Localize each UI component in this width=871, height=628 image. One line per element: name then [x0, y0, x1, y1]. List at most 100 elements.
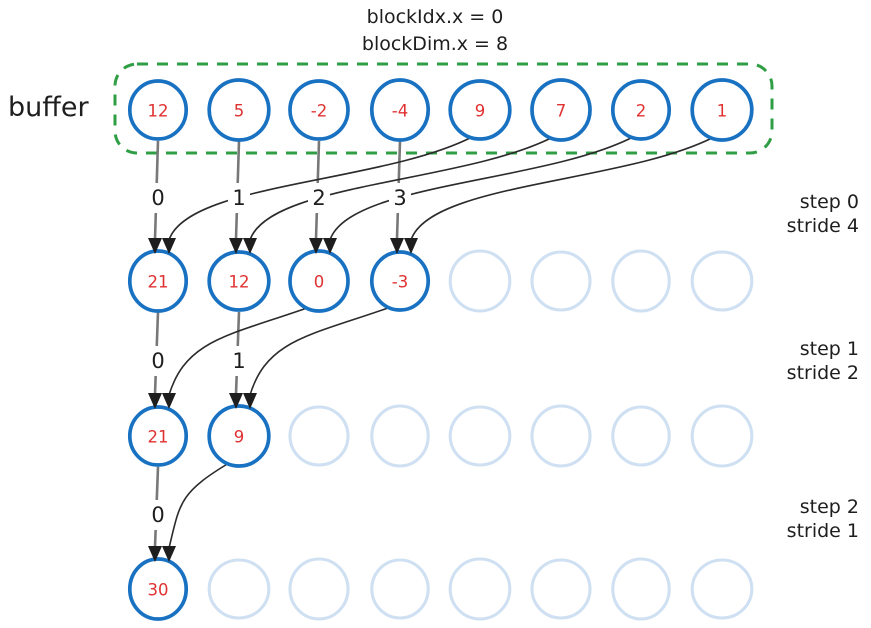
arrow-label-bg	[147, 346, 169, 376]
step-2-result-cell-2	[288, 557, 350, 621]
thread-index-label: 1	[232, 186, 245, 210]
step-1-result-cell-3	[370, 404, 430, 468]
thread-index-label: 3	[393, 186, 406, 210]
step-1-result-cell-4	[448, 405, 512, 467]
cell-value: 21	[148, 428, 169, 447]
step-2-result-cell-5	[530, 558, 592, 620]
thread-index-label: 1	[232, 349, 245, 373]
cell-value: -2	[311, 102, 327, 121]
reduction-arrow-curved	[329, 136, 634, 241]
buffer-cell-0	[127, 79, 189, 141]
step-2-step-text: step 2	[799, 496, 859, 518]
reduction-arrow-curved	[168, 307, 308, 396]
arrowhead-icon	[404, 238, 418, 254]
arrow-label-bg	[308, 183, 330, 213]
buffer-box-layer	[113, 62, 774, 155]
step-2-stride-text: stride 1	[786, 520, 859, 542]
arrowhead-icon	[148, 546, 162, 562]
thread-index-label: 2	[312, 186, 325, 210]
step-0-result-cell-0	[127, 249, 189, 313]
step-0-result-cell-4	[448, 249, 512, 313]
buffer-cell-5	[530, 78, 592, 142]
cell-value: 2	[636, 102, 647, 121]
step-2-result-cell-7	[690, 558, 754, 620]
step-1-result-cell-0	[127, 405, 189, 467]
thread-index-label: 0	[151, 503, 164, 527]
step-2-result-cell-4	[448, 557, 512, 621]
step-1-label: step 1 stride 2	[787, 337, 859, 385]
arrow-label-bg	[228, 346, 250, 376]
buffer-cell-4	[448, 79, 512, 141]
arrowhead-icon	[390, 238, 404, 254]
cell-value: -4	[392, 102, 408, 121]
cell-value: 30	[148, 581, 169, 600]
arrowhead-icon	[323, 238, 337, 254]
cell-value: 0	[314, 273, 325, 292]
arrowhead-icon	[148, 238, 162, 254]
arrow-label-bg	[147, 500, 169, 530]
step-1-stride-text: stride 2	[786, 362, 859, 384]
buffer-box	[113, 62, 774, 155]
step-0-result-cell-6	[611, 249, 671, 313]
reduction-arrow-curved	[168, 462, 230, 549]
arrowhead-icon	[229, 393, 243, 409]
cell-value: -3	[392, 273, 408, 292]
step-0-result-cell-3	[369, 250, 431, 312]
step-1-result-cell-5	[530, 404, 592, 468]
cell-value: 21	[148, 273, 169, 292]
block-idx-text: blockIdx.x = 0	[366, 6, 504, 28]
step-1-result-cell-7	[690, 404, 754, 468]
step-1-result-cell-1	[207, 404, 271, 468]
step-2-result-cell-6	[611, 557, 671, 621]
thread-index-label: 0	[151, 349, 164, 373]
step-2-label: step 2 stride 1	[787, 495, 859, 543]
arrow-label-bg	[228, 183, 250, 213]
step-2-result-cell-0	[127, 557, 189, 621]
thread-index-label: 0	[151, 186, 164, 210]
step-0-result-cell-7	[690, 250, 754, 312]
cell-value: 9	[475, 102, 486, 121]
buffer-cell-3	[369, 78, 431, 142]
arrowhead-icon	[243, 393, 257, 409]
reduction-arrow-curved	[410, 136, 715, 241]
step-1-result-cell-6	[611, 405, 671, 467]
arrow-label-bg	[147, 183, 169, 213]
step-1-result-cell-2	[288, 405, 350, 467]
buffer-cell-6	[610, 79, 672, 141]
buffer-cell-7	[690, 78, 754, 142]
kernel-params: blockIdx.x = 0 blockDim.x = 8	[362, 4, 508, 58]
arrow-label-bg	[389, 183, 411, 213]
step-2-result-cell-3	[370, 558, 430, 620]
arrowhead-icon	[243, 238, 257, 254]
reduction-arrow-curved	[249, 307, 389, 396]
arrowhead-icon	[229, 238, 243, 254]
cell-value: 1	[717, 102, 728, 121]
buffer-label: buffer	[8, 92, 89, 123]
step-0-result-cell-5	[530, 250, 592, 312]
step-0-result-cell-2	[288, 249, 350, 313]
reduction-arrow-curved	[249, 136, 554, 241]
arrowhead-icon	[309, 238, 323, 254]
cell-value: 12	[148, 102, 169, 121]
cell-value: 5	[234, 102, 245, 121]
arrowhead-icon	[162, 238, 176, 254]
cell-value: 12	[229, 273, 250, 292]
step-0-label: step 0 stride 4	[787, 190, 859, 238]
step-2-result-cell-1	[207, 558, 271, 620]
arrowhead-icon	[162, 393, 176, 409]
arrowhead-icon	[162, 546, 176, 562]
block-dim-text: blockDim.x = 8	[361, 33, 509, 55]
arrowhead-icon	[148, 393, 162, 409]
step-0-step-text: step 0	[799, 191, 859, 213]
reduction-arrow-curved	[168, 136, 473, 241]
step-0-stride-text: stride 4	[786, 215, 859, 237]
cell-value: 7	[556, 102, 567, 121]
step-1-step-text: step 1	[799, 338, 859, 360]
step-0-result-cell-1	[207, 250, 271, 312]
cell-value: 9	[234, 428, 245, 447]
buffer-cell-1	[207, 78, 271, 142]
